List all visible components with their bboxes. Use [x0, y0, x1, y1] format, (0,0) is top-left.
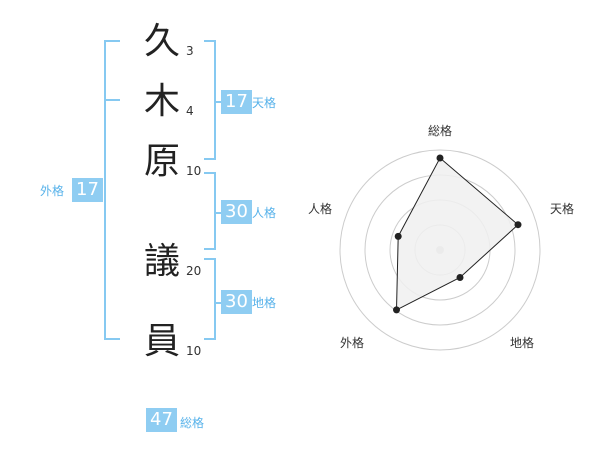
name-char-3: 原	[143, 141, 180, 182]
chikaku-bracket-top	[204, 258, 216, 260]
stroke-count-3: 10	[186, 164, 202, 178]
tenkaku-label: 天格	[252, 96, 277, 110]
tenkaku-bracket-top	[204, 40, 216, 42]
radar-point-4	[393, 306, 400, 314]
jinkaku-connector	[214, 212, 222, 214]
jinkaku-label: 人格	[252, 206, 277, 220]
radar-axis-label-tenkaku: 天格	[550, 202, 575, 216]
gaikaku-label: 外格	[40, 184, 65, 198]
jinkaku-bracket-top	[204, 172, 216, 174]
name-char-2: 木	[143, 81, 180, 122]
gaikaku-bracket-bottom	[104, 338, 120, 340]
chikaku-bracket-bottom	[204, 338, 216, 340]
radar-ring-1	[339, 149, 541, 351]
stroke-count-4: 20	[186, 264, 202, 278]
radar-axis-label-gaikaku: 外格	[340, 336, 365, 350]
chikaku-label: 地格	[252, 296, 277, 310]
gaikaku-bracket-top	[104, 40, 120, 42]
soukaku-label: 総格	[180, 416, 205, 430]
stroke-count-1: 3	[186, 44, 194, 58]
radar-point-1	[436, 154, 444, 162]
tenkaku-connector	[214, 101, 222, 103]
stroke-count-2: 4	[186, 104, 194, 118]
radar-axis-label-jinkaku: 人格	[308, 202, 333, 216]
tenkaku-bracket-vertical	[214, 40, 216, 160]
radar-point-5	[394, 232, 402, 240]
chikaku-bracket-vertical	[214, 258, 216, 340]
stroke-count-5: 10	[186, 344, 202, 358]
radar-point-2	[514, 221, 522, 229]
radar-point-3	[456, 274, 464, 281]
chikaku-score: 30	[221, 290, 252, 314]
gaikaku-score: 17	[72, 178, 103, 202]
gaikaku-bracket-middle	[104, 99, 120, 101]
jinkaku-bracket-vertical	[214, 172, 216, 250]
radar-axis-label-soukaku: 総格	[428, 124, 453, 138]
radar-chart	[339, 149, 541, 351]
radar-axis-label-chikaku: 地格	[510, 336, 535, 350]
tenkaku-bracket-bottom	[204, 158, 216, 160]
soukaku-score: 47	[146, 408, 177, 432]
name-char-1: 久	[143, 21, 180, 62]
name-char-4: 議	[143, 241, 180, 282]
jinkaku-bracket-bottom	[204, 248, 216, 250]
name-char-5: 員	[143, 321, 180, 362]
jinkaku-score: 30	[221, 200, 252, 224]
radar-polygon	[395, 157, 519, 311]
tenkaku-score: 17	[221, 90, 252, 114]
gaikaku-bracket-vertical	[104, 40, 106, 340]
chikaku-connector	[214, 302, 222, 304]
